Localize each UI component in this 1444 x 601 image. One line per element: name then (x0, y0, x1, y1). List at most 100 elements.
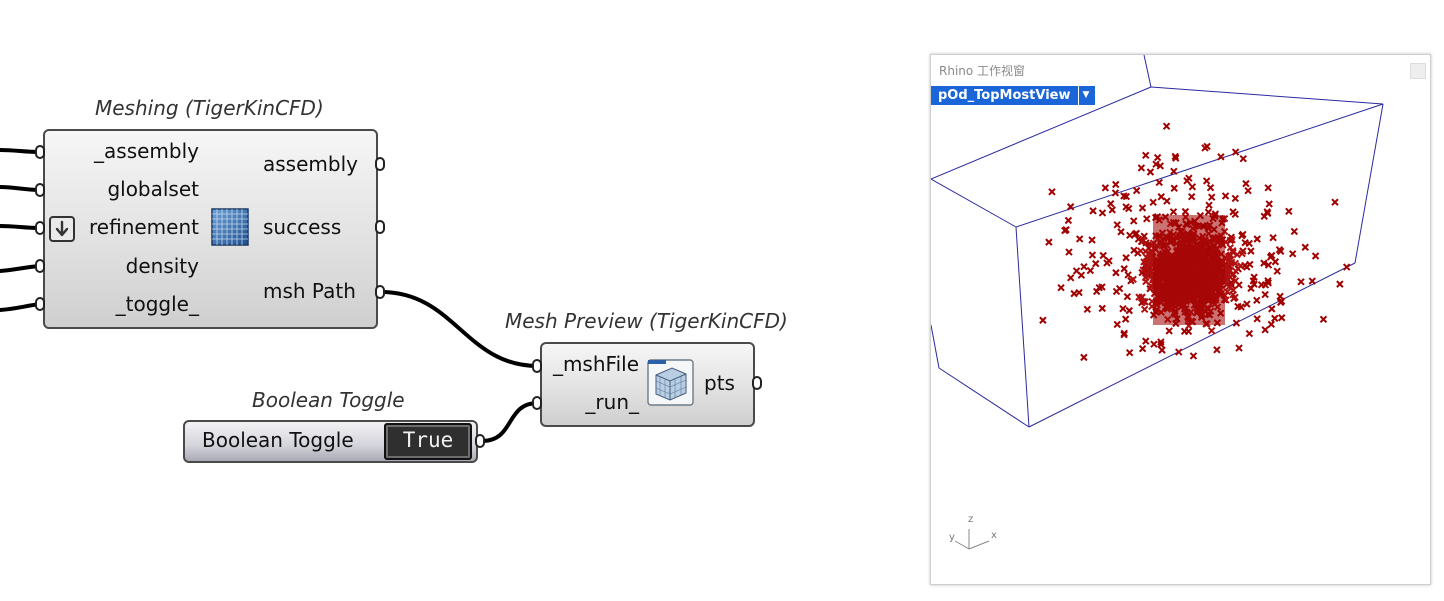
point-marker (1221, 192, 1230, 200)
mesh-grid-icon (211, 208, 249, 246)
point-marker (1142, 337, 1150, 345)
mesh-preview-grip-in-mshfile[interactable] (532, 359, 542, 373)
point-marker (1080, 353, 1088, 362)
point-marker (1141, 298, 1149, 306)
viewport-tab-dropdown-icon[interactable]: ▼ (1078, 86, 1089, 105)
meshing-input-globalset[interactable]: globalset (107, 177, 199, 201)
point-marker (1098, 304, 1106, 313)
point-marker (1319, 315, 1328, 324)
axis-label-y: y (949, 532, 955, 543)
meshing-grip-in-density[interactable] (35, 259, 45, 273)
point-marker (1139, 266, 1147, 274)
rhino-viewport[interactable]: Rhino 工作视窗 pOd_TopMostView ▼ z y x (930, 54, 1431, 585)
point-marker (1101, 184, 1110, 192)
box-edge (1354, 103, 1384, 264)
point-marker (1243, 300, 1251, 308)
meshing-output-assembly[interactable]: assembly (263, 152, 358, 176)
point-marker (1229, 208, 1237, 216)
point-marker (1205, 201, 1213, 209)
meshing-input-assembly[interactable]: _assembly (94, 139, 199, 163)
point-marker (1245, 329, 1254, 338)
point-marker (1290, 227, 1299, 236)
point-marker (1113, 320, 1121, 329)
point-marker (1140, 305, 1149, 314)
point-marker (1276, 292, 1284, 301)
point-marker (1239, 230, 1247, 239)
point-marker (1122, 254, 1130, 262)
meshing-grip-in-assembly[interactable] (35, 145, 45, 159)
point-marker (1143, 215, 1151, 223)
meshing-grip-in-refinement[interactable] (35, 221, 45, 235)
point-cloud (1039, 122, 1351, 362)
point-marker (1188, 183, 1197, 191)
mesh-preview-output-pts[interactable]: pts (704, 371, 735, 395)
box-edge (931, 324, 940, 369)
meshing-grip-in-toggle[interactable] (35, 297, 45, 311)
point-marker (1206, 184, 1215, 192)
meshing-input-density[interactable]: density (125, 254, 199, 278)
point-marker (1108, 206, 1116, 214)
point-marker (1123, 292, 1132, 301)
mesh-preview-input-mshfile[interactable]: _mshFile (552, 352, 639, 376)
point-marker (1075, 288, 1083, 297)
point-marker (1061, 226, 1069, 235)
meshing-output-success[interactable]: success (263, 215, 342, 239)
meshing-input-toggle[interactable]: _toggle_ (115, 292, 199, 316)
point-marker (1125, 349, 1134, 357)
wire-globalset (0, 185, 42, 192)
point-marker (1156, 162, 1165, 170)
point-marker (1263, 208, 1271, 216)
mesh-preview-grip-out-pts[interactable] (752, 376, 762, 390)
point-marker (1175, 348, 1183, 356)
point-marker (1088, 251, 1097, 259)
point-marker (1267, 320, 1276, 329)
point-marker (1204, 208, 1213, 216)
mesh-preview-input-run[interactable]: _run_ (585, 390, 639, 414)
meshing-grip-out-success[interactable] (375, 220, 385, 234)
point-marker (1107, 199, 1115, 208)
box-edge (1143, 55, 1152, 88)
boolean-toggle-grip-out[interactable] (475, 434, 485, 448)
point-marker (1066, 203, 1075, 211)
viewport-tab[interactable]: pOd_TopMostView ▼ (931, 86, 1096, 105)
bounding-box-edges (931, 55, 1384, 428)
meshing-grip-in-globalset[interactable] (35, 183, 45, 197)
down-arrow-icon[interactable] (49, 216, 75, 242)
axis-label-z: z (968, 514, 974, 525)
point-marker (1232, 319, 1241, 327)
point-marker (1119, 304, 1127, 313)
meshing-title: Meshing (TigerKinCFD) (95, 96, 324, 120)
wire-toggle (0, 302, 42, 312)
point-marker (1111, 189, 1120, 197)
meshing-output-msh-path[interactable]: msh Path (263, 279, 356, 303)
point-marker (1117, 228, 1125, 236)
point-marker (1170, 167, 1178, 175)
meshing-grip-out-assembly[interactable] (375, 157, 385, 171)
point-marker (1142, 151, 1150, 160)
point-marker (1155, 178, 1163, 187)
viewport-close-icon[interactable] (1410, 63, 1426, 79)
point-marker (1158, 346, 1166, 354)
point-marker (1134, 235, 1143, 243)
point-marker (1229, 291, 1237, 299)
viewport-canvas[interactable] (931, 55, 1432, 586)
point-marker (1130, 217, 1138, 225)
axis-label-x: x (991, 530, 997, 541)
wire-assembly (0, 148, 42, 154)
point-marker (1264, 261, 1273, 269)
point-marker (1072, 267, 1081, 275)
point-marker (1157, 338, 1165, 346)
mesh-preview-grip-in-run[interactable] (532, 396, 542, 410)
point-marker (1244, 187, 1252, 195)
point-marker (1120, 192, 1128, 200)
boolean-toggle-value[interactable]: True (384, 423, 472, 460)
point-marker (1265, 200, 1273, 208)
point-marker (1237, 303, 1245, 311)
meshing-grip-out-msh-path[interactable] (375, 285, 385, 299)
point-marker (1202, 177, 1211, 185)
point-marker (1237, 262, 1245, 270)
point-marker (1208, 193, 1216, 201)
meshing-input-refinement[interactable]: refinement (89, 215, 199, 239)
point-marker (1057, 283, 1065, 292)
point-marker (1213, 346, 1221, 354)
